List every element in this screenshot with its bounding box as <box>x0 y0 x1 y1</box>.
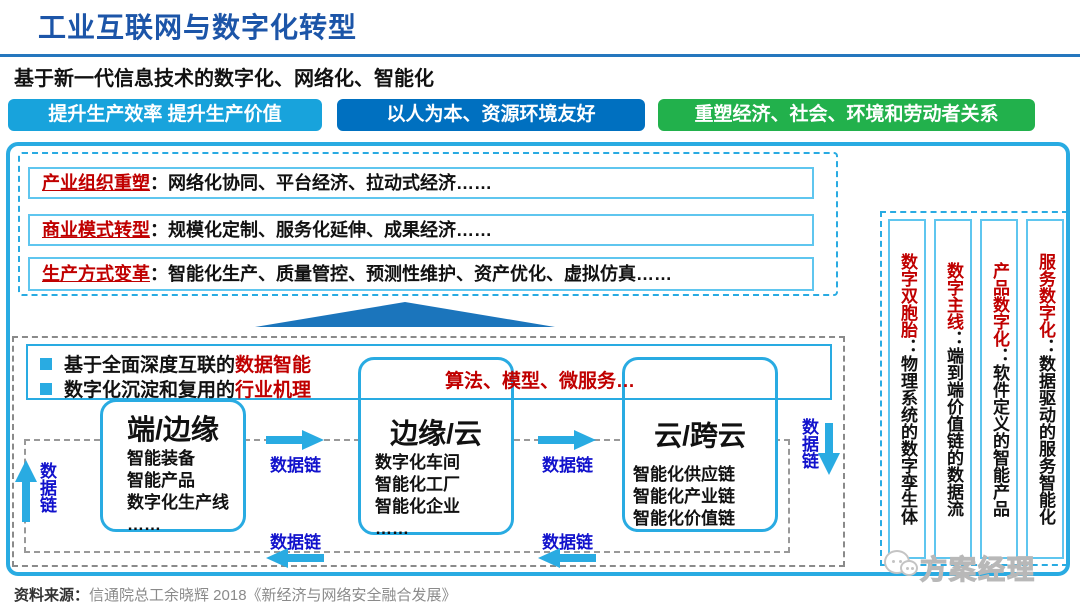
column-service-digitalization: 服务数字化：数据驱动的服务智能化 <box>1026 219 1064 559</box>
row-text: ：智能化生产、质量管控、预测性维护、资产优化、虚拟仿真…… <box>150 264 672 284</box>
page-title: 工业互联网与数字化转型 <box>38 12 358 43</box>
row-business-model: 商业模式转型：规模化定制、服务化延伸、成果经济…… <box>28 214 814 246</box>
layer-items: 智能装备 智能产品 数字化生产线 …… <box>127 449 229 534</box>
layer-title: 云/跨云 <box>654 420 746 451</box>
row-industry-reorganization: 产业组织重塑：网络化协同、平台经济、拉动式经济…… <box>28 167 814 199</box>
column-product-digitalization: 产品数字化：软件定义的智能产品 <box>980 219 1018 559</box>
transformation-panel <box>18 152 838 296</box>
benefit-pill-productivity: 提升生产效率 提升生产价值 <box>8 99 322 131</box>
bullet-square-icon <box>40 382 52 395</box>
data-chain-label: 数据链 <box>270 456 321 475</box>
data-chain-arrow-right-icon <box>266 430 324 450</box>
layer-title: 边缘/云 <box>390 418 482 449</box>
row-label: 产业组织重塑 <box>42 173 150 193</box>
data-chain-arrow-left-icon <box>266 548 324 568</box>
column-digital-twin: 数字双胞胎：物理系统的数字孪生体 <box>888 219 926 559</box>
digital-concepts-panel <box>880 211 1068 566</box>
bullet-industry-mechanism: 数字化沉淀和复用的 行业机理 <box>40 375 311 402</box>
layer-box-cloud: 云/跨云 智能化供应链 智能化产业链 智能化价值链 <box>622 357 778 532</box>
data-chain-label: 数据链 <box>542 456 593 475</box>
column-digital-thread: 数字主线：端到端价值链的数据流 <box>934 219 972 559</box>
row-production-mode: 生产方式变革：智能化生产、质量管控、预测性维护、资产优化、虚拟仿真…… <box>28 257 814 291</box>
layer-title: 端/边缘 <box>127 414 219 445</box>
foundation-bullets-box <box>26 344 832 400</box>
row-text: ：规模化定制、服务化延伸、成果经济…… <box>150 220 492 240</box>
data-chain-label: 数据链 <box>270 533 321 552</box>
layer-box-edge-cloud: 边缘/云 数字化车间 智能化工厂 智能化企业 …… <box>358 357 514 538</box>
benefit-pill-human-centric: 以人为本、资源环境友好 <box>337 99 645 131</box>
layer-items: 数字化车间 智能化工厂 智能化企业 …… <box>375 453 460 538</box>
title-divider <box>0 54 1080 57</box>
layer-items: 智能化供应链 智能化产业链 智能化价值链 <box>633 465 735 528</box>
source-label: 资料来源： <box>14 587 90 604</box>
row-label: 生产方式变革 <box>42 264 150 284</box>
data-chain-label-vertical: 数据链 <box>799 418 818 469</box>
services-note: 算法、模型、微服务… <box>445 371 636 392</box>
data-chain-label: 数据链 <box>542 533 593 552</box>
subtitle: 基于新一代信息技术的数字化、网络化、智能化 <box>14 68 434 90</box>
source-text: 信通院总工余晓辉 2018《新经济与网络安全融合发展》 <box>89 587 457 604</box>
source-line: 资料来源：信通院总工余晓辉 2018《新经济与网络安全融合发展》 <box>14 584 457 605</box>
data-chain-arrow-left-icon <box>538 548 596 568</box>
up-triangle-icon <box>255 302 555 327</box>
watermark-text: 方案经理 <box>919 554 1036 585</box>
row-text: ：网络化协同、平台经济、拉动式经济…… <box>150 173 492 193</box>
bullet-data-intelligence: 基于全面深度互联的 数据智能 <box>40 350 311 377</box>
benefit-pill-reshape-economy: 重塑经济、社会、环境和劳动者关系 <box>658 99 1035 131</box>
data-chain-arrow-down-icon <box>818 423 840 475</box>
foundation-panel <box>12 336 845 567</box>
data-chain-label-vertical: 数据链 <box>37 462 56 513</box>
wechat-icon <box>884 550 922 584</box>
data-chain-arrow-right-icon <box>538 430 596 450</box>
bullet-square-icon <box>40 357 52 370</box>
data-chain-arrow-up-icon <box>15 460 37 522</box>
row-label: 商业模式转型 <box>42 220 150 240</box>
layer-box-edge: 端/边缘 智能装备 智能产品 数字化生产线 …… <box>100 399 246 534</box>
